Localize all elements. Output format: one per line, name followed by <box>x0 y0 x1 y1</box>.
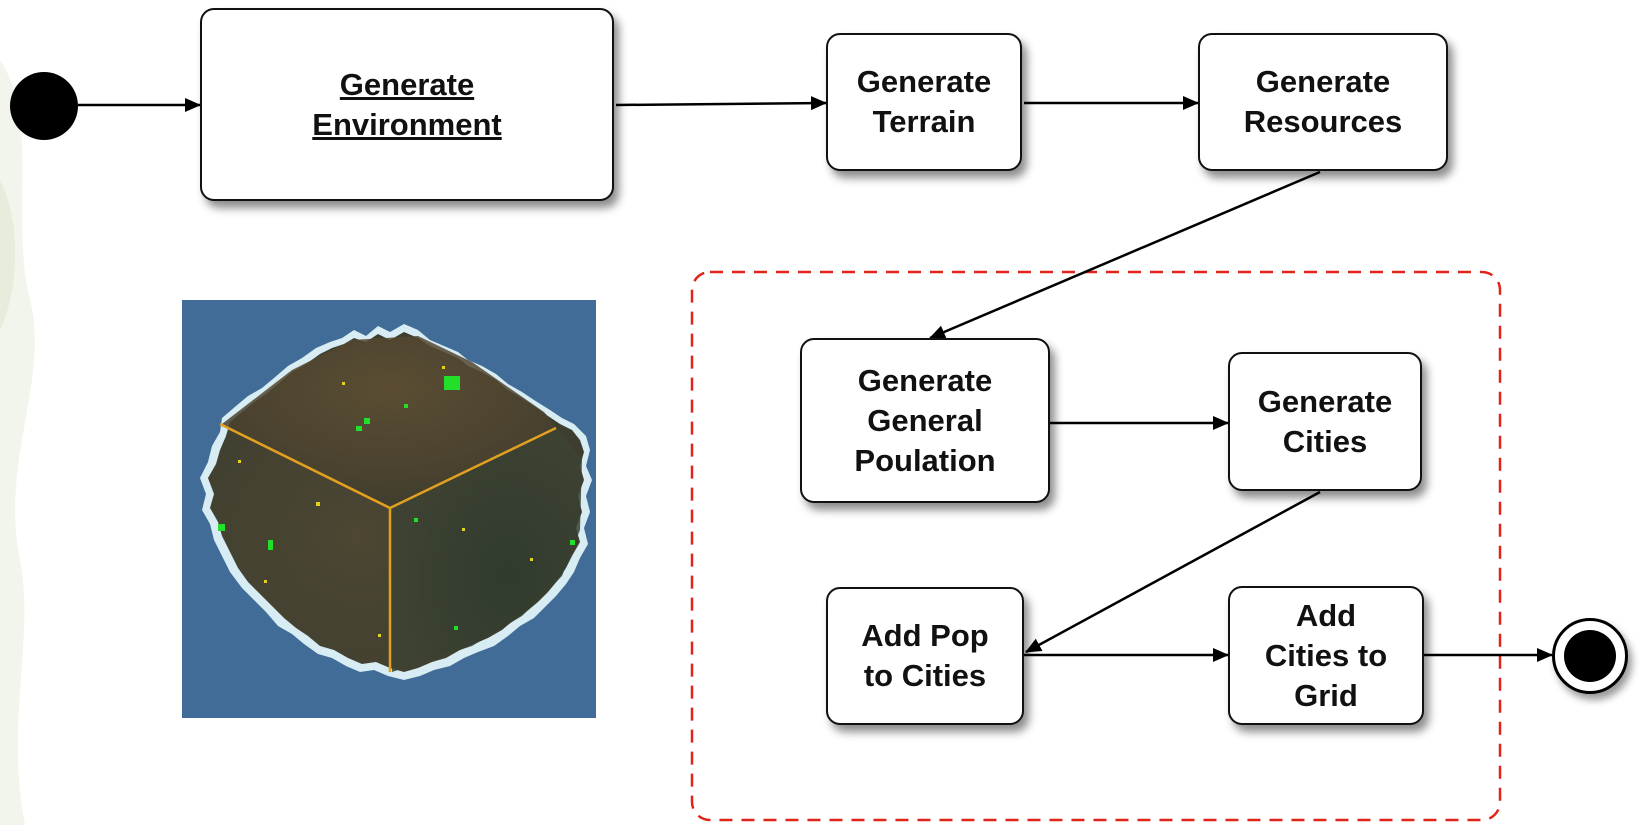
map-seam-left <box>219 422 391 510</box>
map-green-cell <box>356 426 362 431</box>
map-yellow-cell <box>316 502 320 506</box>
map-top-face <box>222 336 558 508</box>
map-green-cell <box>444 376 460 390</box>
node-label: Generate Resources <box>1243 64 1403 139</box>
map-green-cell <box>364 418 370 424</box>
node-generate-cities[interactable]: Generate Cities <box>1228 352 1422 491</box>
node-generate-general-population[interactable]: Generate General Poulation <box>800 338 1050 503</box>
map-green-cell <box>404 404 408 408</box>
node-add-pop-to-cities[interactable]: Add Pop to Cities <box>826 587 1024 725</box>
map-yellow-cell <box>442 366 445 369</box>
map-yellow-cell <box>530 558 533 561</box>
node-label: Add Cities to Grid <box>1264 597 1388 713</box>
node-label: Generate Terrain <box>856 64 992 139</box>
generated-world-map-image <box>182 300 596 718</box>
node-add-cities-to-grid[interactable]: Add Cities to Grid <box>1228 586 1424 725</box>
parallel-region-frame <box>690 270 1502 822</box>
map-yellow-cell <box>342 382 345 385</box>
node-generate-terrain[interactable]: Generate Terrain <box>826 33 1022 171</box>
map-seam-right <box>389 426 557 510</box>
edge-resources-to-population <box>929 170 1321 340</box>
map-green-cell <box>218 524 225 531</box>
map-yellow-cell <box>238 460 241 463</box>
map-green-cell <box>268 540 273 550</box>
map-green-cell <box>414 518 418 522</box>
node-generate-environment[interactable]: Generate Environment <box>200 8 614 201</box>
map-yellow-cell <box>378 634 381 637</box>
node-label: Generate Cities <box>1257 383 1393 459</box>
node-label: Add Pop to Cities <box>861 618 989 693</box>
initial-state-icon <box>10 72 78 140</box>
map-green-cell <box>454 626 458 630</box>
map-right-face <box>390 428 582 672</box>
map-yellow-cell <box>462 528 465 531</box>
map-green-cell <box>570 540 575 545</box>
map-yellow-cell <box>264 580 267 583</box>
edge-environment-to-terrain <box>615 96 827 111</box>
node-generate-resources[interactable]: Generate Resources <box>1198 33 1448 171</box>
final-state-icon <box>1552 618 1628 694</box>
node-label: Generate Environment <box>312 66 502 142</box>
node-label: Generate General Poulation <box>854 362 996 478</box>
edge-cities-to-addpop <box>1025 490 1321 654</box>
